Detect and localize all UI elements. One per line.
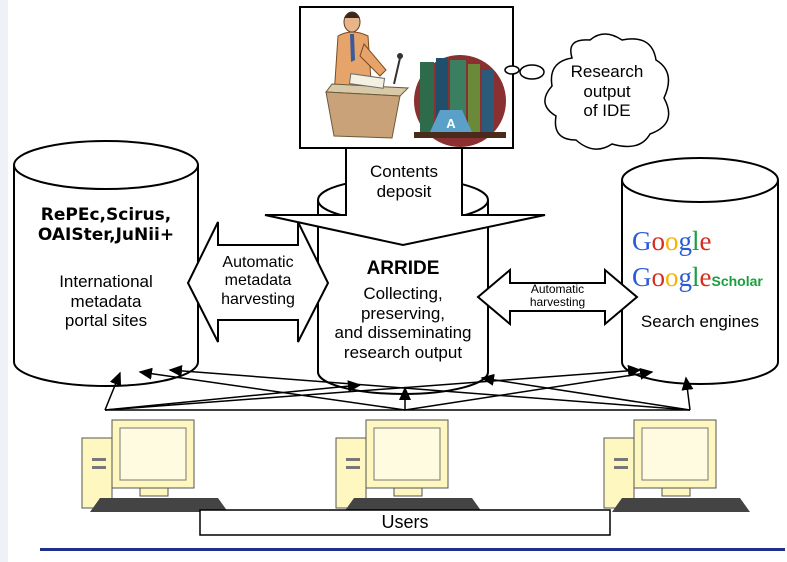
scholar-suffix: Scholar xyxy=(711,273,763,289)
books-illustration: A xyxy=(414,55,506,147)
left-database xyxy=(13,140,199,387)
right-double-arrow xyxy=(476,267,639,327)
google-scholar-logo: GoogleScholar xyxy=(632,262,782,293)
arride-description: Collecting, preserving, and disseminatin… xyxy=(318,284,488,362)
users-label: Users xyxy=(381,512,429,532)
right-arrow-label: Automatic harvesting xyxy=(510,283,605,308)
bubble-line-2: output xyxy=(583,81,631,101)
search-engines-label: Search engines xyxy=(640,312,760,331)
google-letter: o xyxy=(651,262,666,292)
left-arrow-line-3: harvesting xyxy=(221,290,295,308)
user-connection-lines xyxy=(104,364,694,411)
users-bar xyxy=(199,509,611,536)
google-letter: o xyxy=(651,226,666,256)
right-arrow-line-1: Automatic xyxy=(530,282,585,296)
google-letter: e xyxy=(699,226,712,256)
portal-line-2: OAISter,JuNii+ xyxy=(37,224,175,245)
portal-desc-line-3: portal sites xyxy=(64,311,148,331)
computer-right-icon xyxy=(603,419,750,512)
bubble-line-3: of IDE xyxy=(583,101,631,121)
deposit-arrow xyxy=(264,147,546,247)
teacher-illustration xyxy=(325,11,410,139)
google-letter: g xyxy=(678,262,693,292)
arride-title: ARRIDE xyxy=(366,258,440,279)
portal-names: RePEc,Scirus, OAISter,JuNii+ xyxy=(14,205,198,245)
svg-text:A: A xyxy=(446,116,456,131)
google-letter: G xyxy=(632,226,652,256)
bubble-text: Research output of IDE xyxy=(560,62,654,121)
left-arrow-line-1: Automatic xyxy=(222,254,294,271)
arride-line-2: preserving, xyxy=(360,303,446,323)
computer-center-icon xyxy=(335,419,482,512)
google-logo: Google xyxy=(632,226,742,257)
computer-left-icon xyxy=(81,419,228,512)
arride-line-1: Collecting, xyxy=(363,284,443,303)
left-double-arrow xyxy=(186,221,330,343)
google-letter: G xyxy=(632,262,652,292)
arride-line-4: research output xyxy=(343,342,463,362)
google-letter: e xyxy=(699,262,712,292)
google-letter: o xyxy=(665,226,679,256)
right-arrow-line-2: harvesting xyxy=(529,294,586,309)
google-scholar-logo-text: Google xyxy=(632,262,712,292)
deposit-line-2: deposit xyxy=(376,181,432,201)
left-arrow-label: Automatic metadata harvesting xyxy=(200,254,316,309)
google-letter: l xyxy=(692,262,700,292)
left-arrow-line-2: metadata xyxy=(224,272,292,290)
left-edge-strip xyxy=(0,0,8,562)
right-database xyxy=(621,157,779,385)
arride-line-3: and disseminating xyxy=(334,323,472,343)
portal-desc-line-2: metadata xyxy=(70,291,142,311)
portal-line-1: RePEc,Scirus, xyxy=(40,205,172,225)
bubble-line-1: Research xyxy=(570,62,644,81)
bottom-divider xyxy=(40,548,785,551)
deposit-label: Contents deposit xyxy=(346,162,462,201)
deposit-line-1: Contents xyxy=(369,162,439,181)
portal-desc-line-1: International xyxy=(59,272,153,291)
google-letter: g xyxy=(678,226,693,256)
google-letter: l xyxy=(692,226,700,256)
google-logo-text: Google xyxy=(632,226,712,256)
portal-description: International metadata portal sites xyxy=(14,272,198,331)
thought-bubble xyxy=(504,33,670,150)
google-letter: o xyxy=(665,262,679,292)
